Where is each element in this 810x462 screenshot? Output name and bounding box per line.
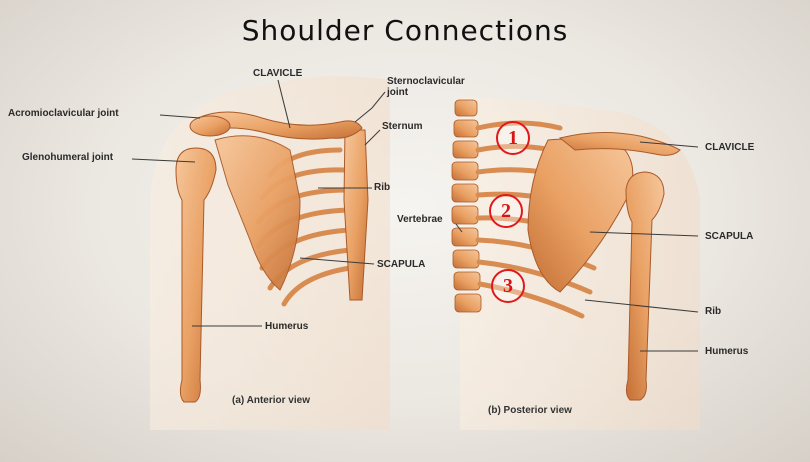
- marker-3: 3: [491, 269, 525, 303]
- label-vertebrae: Vertebrae: [397, 214, 443, 225]
- diagram-title: Shoulder Connections: [0, 14, 810, 47]
- caption-posterior-view: (b) Posterior view: [488, 405, 572, 416]
- label-sternoclavicular-joint: Sternoclavicular joint: [387, 76, 467, 98]
- label-sternum: Sternum: [382, 121, 423, 132]
- label-humerus-posterior: Humerus: [705, 346, 748, 357]
- label-scapula-anterior: SCAPULA: [377, 259, 425, 270]
- label-rib-anterior: Rib: [374, 182, 390, 193]
- label-humerus-anterior: Humerus: [265, 321, 308, 332]
- caption-anterior-view: (a) Anterior view: [232, 395, 310, 406]
- acromion: [190, 116, 230, 136]
- label-clavicle-posterior: CLAVICLE: [705, 142, 754, 153]
- label-acromioclavicular-joint: Acromioclavicular joint: [8, 108, 119, 119]
- label-clavicle-anterior: CLAVICLE: [253, 68, 302, 79]
- label-glenohumeral-joint: Glenohumeral joint: [22, 152, 113, 163]
- marker-2: 2: [489, 194, 523, 228]
- marker-1: 1: [496, 121, 530, 155]
- label-rib-posterior: Rib: [705, 306, 721, 317]
- label-scapula-posterior: SCAPULA: [705, 231, 753, 242]
